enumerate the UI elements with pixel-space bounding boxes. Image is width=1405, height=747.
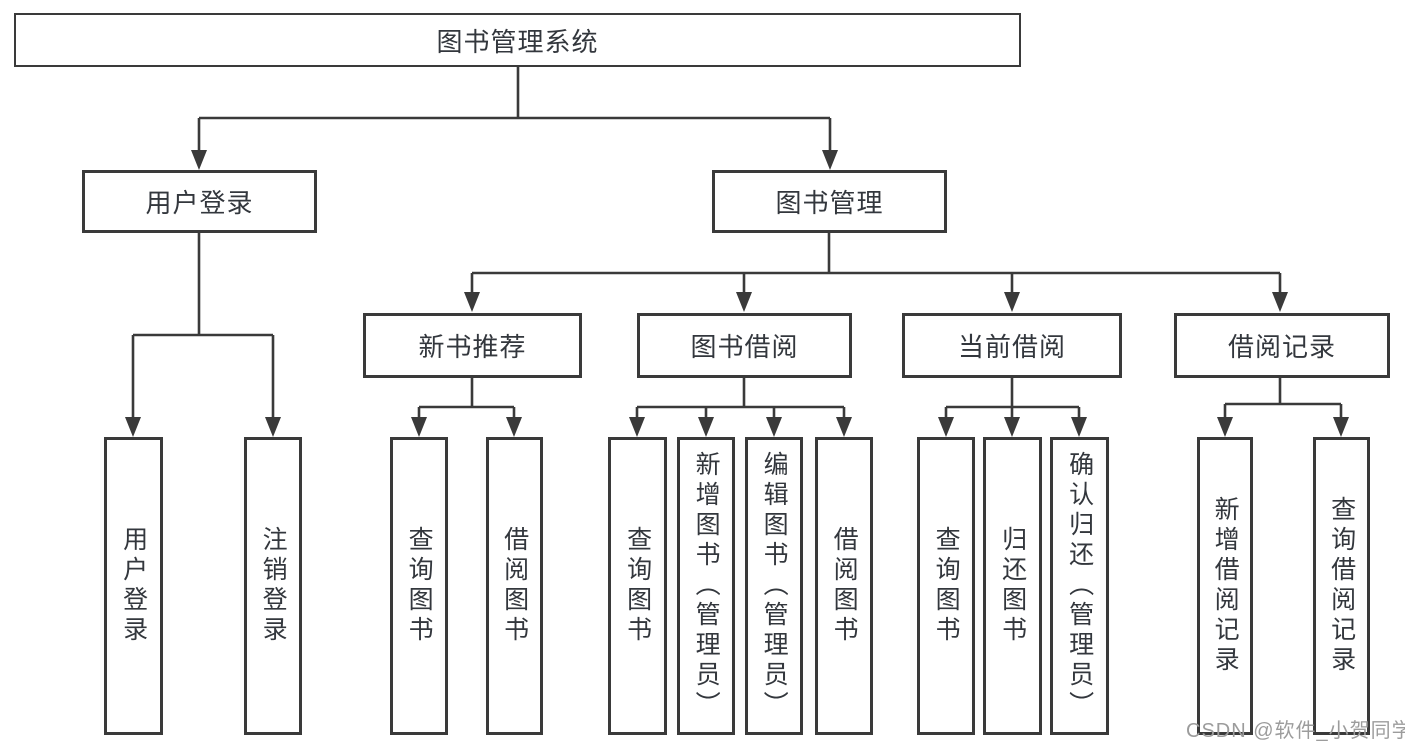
node-new-book-recommend: 新书推荐: [363, 313, 582, 378]
leaf-confirm-return-admin-label: 确认归还（管理员）: [1065, 451, 1094, 721]
leaf-query-borrow-record: 查询借阅记录: [1313, 437, 1370, 735]
node-root-label: 图书管理系统: [436, 26, 599, 57]
leaf-query-books-current-label: 查询图书: [932, 526, 961, 646]
leaf-add-borrow-record-label: 新增借阅记录: [1211, 496, 1240, 676]
leaf-logout-label: 注销登录: [259, 526, 288, 646]
node-user-login: 用户登录: [82, 170, 317, 233]
leaf-query-books-borrow: 查询图书: [608, 437, 667, 735]
node-borrow-records: 借阅记录: [1174, 313, 1390, 378]
leaf-return-books-label: 归还图书: [998, 526, 1027, 646]
connector-user-login-split: [125, 233, 281, 437]
leaf-add-books-admin: 新增图书（管理员）: [677, 437, 735, 735]
leaf-logout: 注销登录: [244, 437, 302, 735]
leaf-user-login-label: 用户登录: [119, 526, 148, 646]
leaf-user-login: 用户登录: [104, 437, 163, 735]
leaf-add-books-admin-label: 新增图书（管理员）: [692, 451, 721, 721]
connector-borrow-record-split: [1217, 378, 1349, 437]
leaf-return-books: 归还图书: [983, 437, 1042, 735]
leaf-query-books-newrec: 查询图书: [390, 437, 448, 735]
node-book-borrow-label: 图书借阅: [690, 332, 799, 362]
node-book-mgmt-label: 图书管理: [775, 188, 884, 218]
node-current-borrow: 当前借阅: [902, 313, 1122, 378]
connector-root-split: [191, 67, 838, 170]
node-book-borrow: 图书借阅: [637, 313, 852, 378]
connector-book-borrow-split: [629, 378, 852, 437]
leaf-add-borrow-record: 新增借阅记录: [1197, 437, 1253, 735]
leaf-borrow-books-newrec: 借阅图书: [486, 437, 543, 735]
leaf-query-books-borrow-label: 查询图书: [623, 526, 652, 646]
node-new-book-recommend-label: 新书推荐: [418, 332, 527, 362]
node-book-mgmt: 图书管理: [712, 170, 947, 233]
leaf-borrow-books-borrow-label: 借阅图书: [830, 526, 859, 646]
node-user-login-label: 用户登录: [145, 188, 254, 218]
leaf-edit-books-admin: 编辑图书（管理员）: [745, 437, 803, 735]
connector-new-book-split: [411, 378, 522, 437]
node-current-borrow-label: 当前借阅: [957, 332, 1066, 362]
leaf-query-borrow-record-label: 查询借阅记录: [1327, 496, 1356, 676]
leaf-query-books-newrec-label: 查询图书: [405, 526, 434, 646]
connector-book-mgmt-split: [464, 233, 1288, 312]
node-borrow-records-label: 借阅记录: [1227, 332, 1336, 362]
node-root: 图书管理系统: [14, 13, 1021, 67]
watermark: CSDN @软件_小贺同学: [1186, 720, 1405, 742]
leaf-borrow-books-borrow: 借阅图书: [815, 437, 873, 735]
leaf-borrow-books-newrec-label: 借阅图书: [500, 526, 529, 646]
connector-current-borrow-split: [938, 378, 1087, 437]
leaf-query-books-current: 查询图书: [917, 437, 975, 735]
leaf-edit-books-admin-label: 编辑图书（管理员）: [760, 451, 789, 721]
leaf-confirm-return-admin: 确认归还（管理员）: [1050, 437, 1109, 735]
